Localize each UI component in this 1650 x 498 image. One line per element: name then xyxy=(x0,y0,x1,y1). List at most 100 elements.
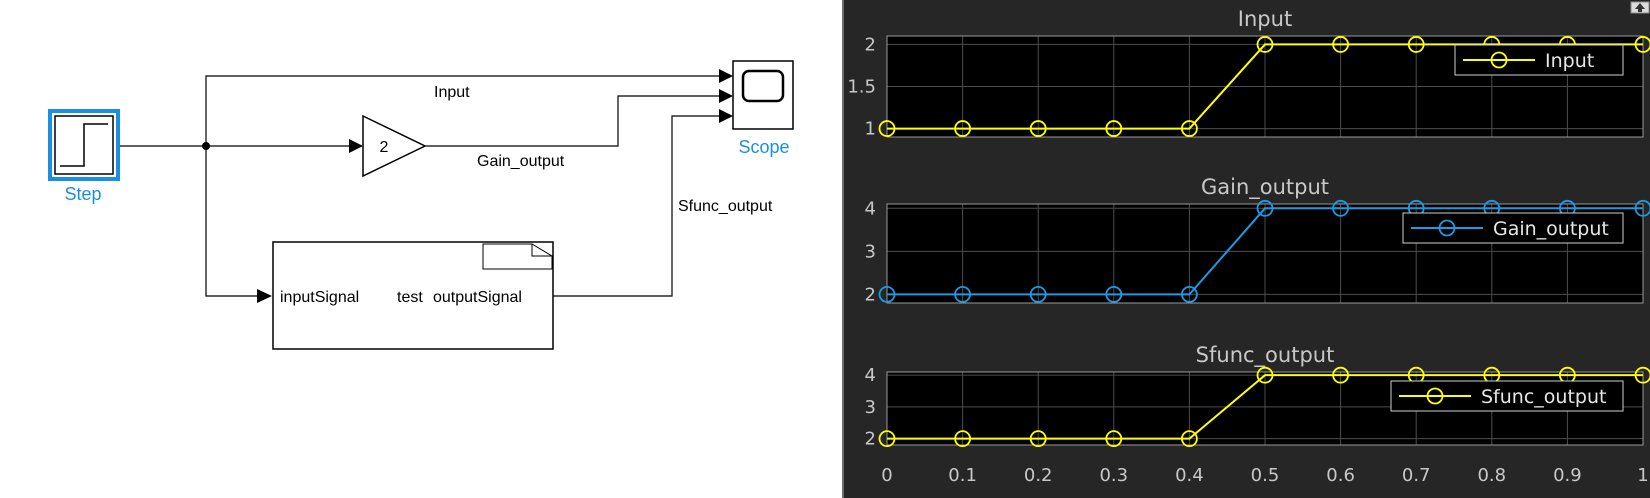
step-icon xyxy=(60,123,108,167)
x-tick-label: 1 xyxy=(1637,465,1648,486)
step-block-selection xyxy=(48,109,120,181)
y-tick-label: 1 xyxy=(865,119,876,140)
signal-line-gain-output[interactable] xyxy=(425,95,722,147)
axes-title: Gain_output xyxy=(1201,175,1329,200)
axes-title: Input xyxy=(1238,7,1292,31)
data-point xyxy=(954,430,971,448)
x-tick-label: 0.9 xyxy=(1553,465,1582,486)
data-point xyxy=(878,430,896,448)
scope-block[interactable] xyxy=(732,60,794,130)
step-block-name[interactable]: Step xyxy=(64,184,101,204)
data-point xyxy=(1634,366,1650,384)
legend-marker xyxy=(1490,51,1508,69)
x-tick-label: 0.5 xyxy=(1251,465,1280,486)
sfunction-input-port-label: inputSignal xyxy=(280,289,359,306)
legend: Gain_output xyxy=(1402,212,1624,244)
legend-label: Gain_output xyxy=(1493,218,1609,240)
data-point xyxy=(1105,285,1123,303)
series-line xyxy=(887,43,1643,130)
undock-arrow-icon xyxy=(1635,3,1645,12)
axes-frame xyxy=(886,371,1644,446)
x-tick-label: 0.4 xyxy=(1175,465,1204,486)
arrowhead-scope-in2 xyxy=(719,89,733,103)
model-canvas[interactable]: Step 2 Scope inputSignal test outputSign… xyxy=(0,0,842,498)
data-point xyxy=(954,120,971,137)
arrowhead-scope-in1 xyxy=(719,69,733,83)
y-tick-label: 1.5 xyxy=(847,77,876,98)
data-point xyxy=(1407,36,1425,53)
sfunction-page-icon xyxy=(482,243,553,270)
y-tick-label: 3 xyxy=(865,241,876,262)
data-point xyxy=(878,285,896,303)
x-tick-label: 0 xyxy=(881,465,892,486)
legend-marker xyxy=(1438,219,1456,237)
axes-frame xyxy=(886,203,1644,304)
arrowheads xyxy=(257,69,733,303)
gain-block-body[interactable] xyxy=(362,114,427,178)
y-tick-label: 3 xyxy=(865,397,876,418)
signal-line-input[interactable] xyxy=(205,75,722,146)
undock-button[interactable] xyxy=(1630,1,1650,14)
data-point xyxy=(1180,430,1198,448)
legend: Sfunc_output xyxy=(1390,380,1624,412)
y-tick-label: 2 xyxy=(865,34,876,55)
gain-value: 2 xyxy=(380,139,389,156)
signal-label-sfunc-output[interactable]: Sfunc_output xyxy=(678,198,773,215)
x-tick-label: 0.8 xyxy=(1477,465,1506,486)
y-tick-label: 2 xyxy=(865,284,876,305)
data-point xyxy=(1180,120,1198,137)
x-tick-label: 0.1 xyxy=(948,465,977,486)
scope-block-name[interactable]: Scope xyxy=(738,137,789,157)
data-point xyxy=(1029,430,1047,448)
data-point xyxy=(1256,199,1274,217)
data-point xyxy=(1634,199,1650,217)
y-tick-label: 2 xyxy=(865,429,876,450)
arrowhead-scope-in3 xyxy=(719,109,733,123)
legend-label: Input xyxy=(1545,50,1594,72)
series-line xyxy=(887,207,1643,296)
y-tick-label: 4 xyxy=(865,365,876,386)
legend-marker xyxy=(1426,387,1444,405)
data-point xyxy=(1105,430,1123,448)
data-point xyxy=(878,120,896,137)
arrowhead-gain-in xyxy=(349,139,363,153)
sfunction-name-label: test xyxy=(397,289,423,306)
data-point xyxy=(1105,120,1123,137)
x-tick-label: 0.3 xyxy=(1099,465,1128,486)
x-tick-label: 0.6 xyxy=(1326,465,1355,486)
axes-title: Sfunc_output xyxy=(1196,343,1335,368)
diagram-svg: Step 2 Scope inputSignal test outputSign… xyxy=(48,60,794,350)
scope-screen-icon xyxy=(741,69,785,103)
data-point xyxy=(1180,285,1198,303)
axes-frame xyxy=(886,35,1644,138)
signal-line-sfunc-output[interactable] xyxy=(552,115,722,297)
signal-label-input[interactable]: Input xyxy=(434,84,470,101)
gain-block[interactable]: 2 xyxy=(362,114,427,178)
step-block[interactable] xyxy=(48,109,120,181)
data-point xyxy=(1332,366,1350,384)
data-point xyxy=(1256,36,1274,53)
data-point xyxy=(1256,366,1274,384)
arrowhead-sfunc-in xyxy=(257,289,272,303)
legend-label: Sfunc_output xyxy=(1481,386,1606,408)
data-point xyxy=(1332,199,1350,217)
y-tick-label: 4 xyxy=(865,198,876,219)
series-line xyxy=(887,374,1643,440)
charts-root: 11.52InputInput234Gain_outputGain_output… xyxy=(847,7,1650,486)
x-tick-label: 0.7 xyxy=(1402,465,1431,486)
branch-point xyxy=(202,142,210,150)
signal-line-to-sfunc[interactable] xyxy=(205,146,260,297)
x-tick-label: 0.2 xyxy=(1024,465,1053,486)
signal-lines xyxy=(116,75,722,297)
signal-label-gain-output[interactable]: Gain_output xyxy=(477,153,565,170)
data-point xyxy=(1332,36,1350,53)
sfunction-output-port-label: outputSignal xyxy=(433,289,522,306)
data-point xyxy=(1029,285,1047,303)
data-point xyxy=(1029,120,1047,137)
data-point xyxy=(1634,36,1650,53)
sfunction-block[interactable]: inputSignal test outputSignal xyxy=(272,241,554,350)
